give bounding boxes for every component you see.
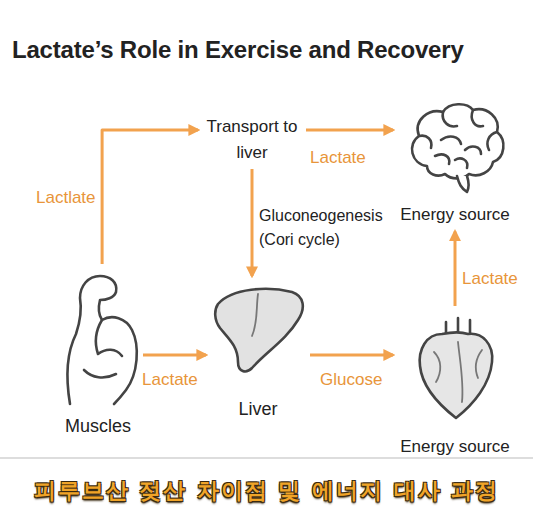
edge-label: Lactlate [34,188,98,208]
node-text: Transport to liver [202,114,302,165]
edge-label: Gluconeogenesis (Cori cycle) [257,204,401,252]
organ-node: Muscles [57,268,139,440]
edge-label: Lactate [460,269,520,289]
flow-arrow [306,129,393,132]
heart-icon [420,318,493,418]
organ-node: Liver [210,280,306,423]
edge-label: Lactate [140,370,200,390]
divider-line [0,458,533,459]
flow-arrow [143,354,206,357]
brain-icon [412,104,503,192]
liver-icon [215,289,303,371]
flow-arrow [251,169,254,276]
flow-arrow [310,354,393,357]
process-label: Transport to liver [202,114,302,165]
edge-label: Glucose [318,370,384,390]
node-text: Energy source [397,202,513,228]
flow-arrow [102,130,198,264]
muscle-arm-icon [68,276,137,404]
node-text: Muscles [57,413,139,440]
node-text: Energy source [397,434,513,460]
diagram-title: Lactate’s Role in Exercise and Recovery [12,36,464,64]
organ-node: Energy source [397,100,513,228]
organ-node: Energy source [397,310,513,460]
node-text: Liver [210,396,306,423]
diagram-caption: 피루브산 젖산 차이점 및 에너지 대사 과정 [0,476,533,506]
edge-label: Lactate [308,148,368,168]
flow-arrow [454,232,457,307]
